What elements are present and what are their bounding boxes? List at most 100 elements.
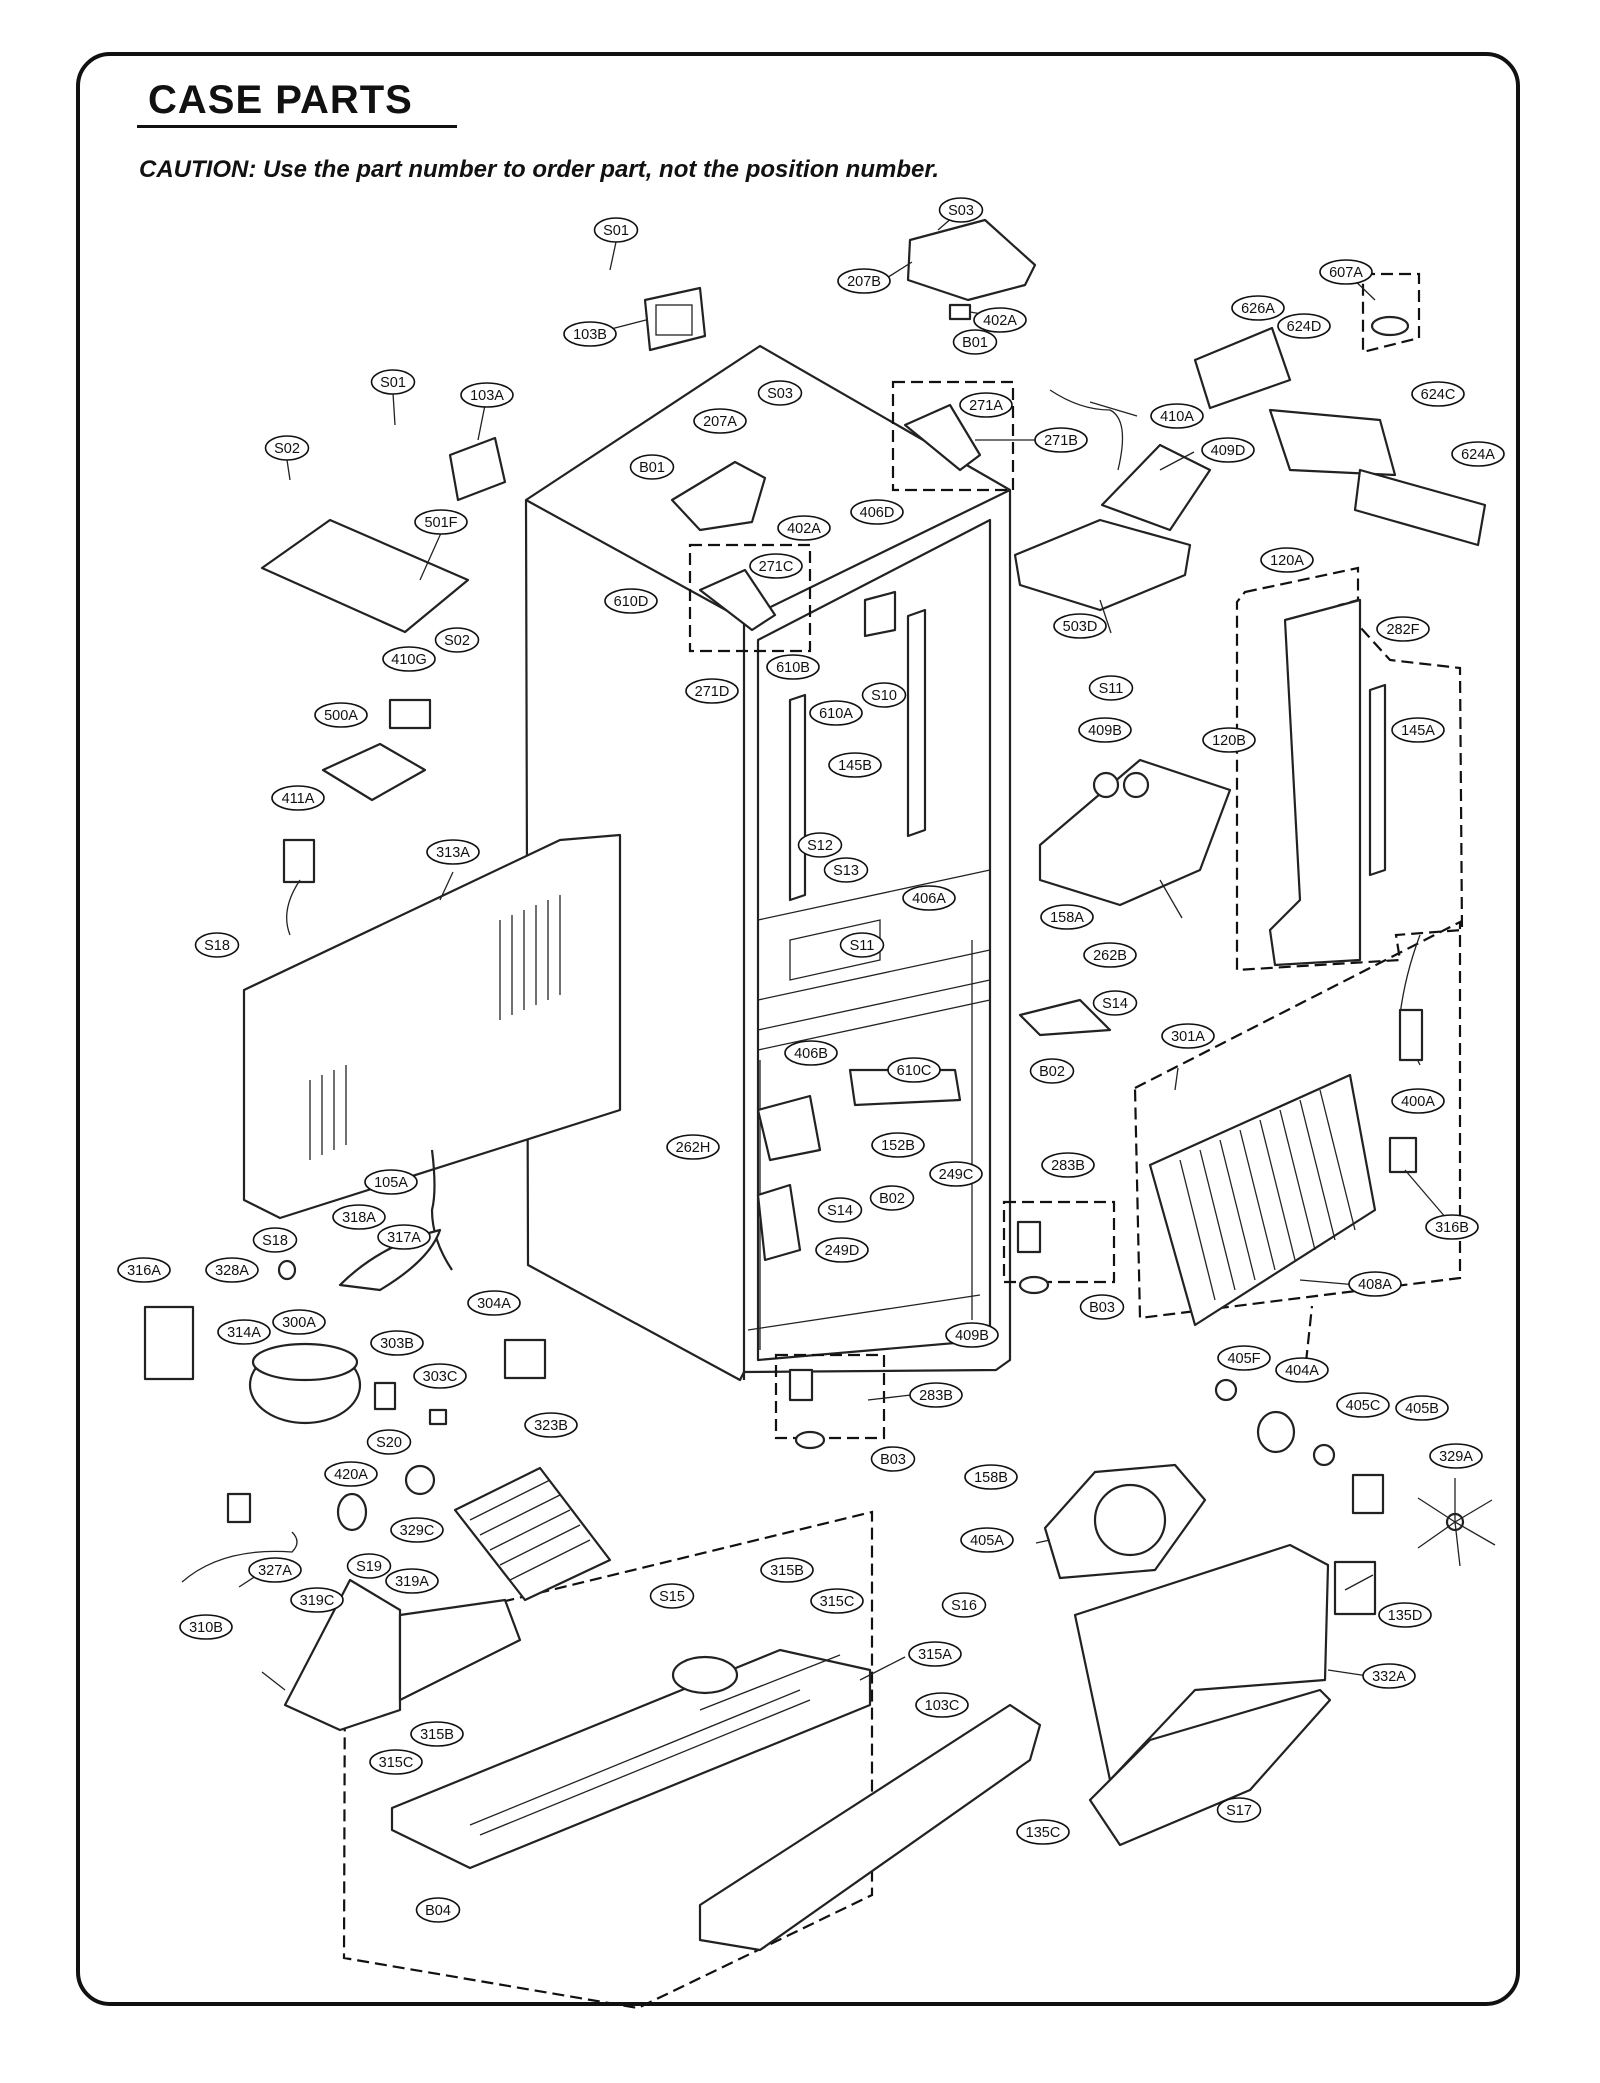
part-label-500a: 500A bbox=[314, 702, 368, 728]
part-label-s19: S19 bbox=[346, 1553, 392, 1579]
label-bubble bbox=[1029, 1058, 1075, 1084]
label-text: 249D bbox=[825, 1243, 860, 1259]
part-label-410g: 410G bbox=[382, 646, 436, 672]
label-bubble bbox=[1260, 547, 1314, 573]
part-label-300a: 300A bbox=[272, 1309, 326, 1335]
label-text: 503D bbox=[1063, 619, 1098, 635]
label-text: 271C bbox=[759, 559, 794, 575]
label-text: 207B bbox=[847, 274, 881, 290]
label-text: 404A bbox=[1285, 1363, 1319, 1379]
label-text: 405C bbox=[1346, 1398, 1381, 1414]
label-text: 300A bbox=[282, 1315, 316, 1331]
part-label-s01: S01 bbox=[593, 217, 639, 243]
label-text: 315C bbox=[820, 1594, 855, 1610]
label-text: 408A bbox=[1358, 1277, 1392, 1293]
part-label-s15: S15 bbox=[649, 1583, 695, 1609]
label-text: S11 bbox=[1099, 681, 1124, 697]
part-label-328a: 328A bbox=[205, 1257, 259, 1283]
label-text: B04 bbox=[425, 1903, 451, 1919]
label-bubble bbox=[964, 1464, 1018, 1490]
label-bubble bbox=[938, 197, 984, 223]
label-text: 120A bbox=[1270, 553, 1304, 569]
label-bubble bbox=[777, 515, 831, 541]
label-bubble bbox=[1150, 403, 1204, 429]
label-text: 411A bbox=[282, 791, 315, 807]
part-label-319c: 319C bbox=[290, 1587, 344, 1613]
label-text: 103B bbox=[573, 327, 607, 343]
label-text: 319C bbox=[300, 1593, 335, 1609]
label-bubble bbox=[915, 1692, 969, 1718]
label-text: 410G bbox=[391, 652, 426, 668]
part-label-301a: 301A bbox=[1161, 1023, 1215, 1049]
label-bubble bbox=[1348, 1271, 1402, 1297]
label-text: 145A bbox=[1401, 723, 1435, 739]
label-text: 409D bbox=[1211, 443, 1246, 459]
part-label-158a: 158A bbox=[1040, 904, 1094, 930]
label-bubble bbox=[766, 654, 820, 680]
label-text: 318A bbox=[342, 1210, 376, 1226]
part-label-318a: 318A bbox=[332, 1204, 386, 1230]
label-bubble bbox=[815, 1237, 869, 1263]
label-text: S20 bbox=[376, 1435, 402, 1451]
part-label-271c: 271C bbox=[749, 553, 803, 579]
label-text: 315B bbox=[420, 1727, 454, 1743]
label-bubble bbox=[460, 382, 514, 408]
part-label-503d: 503D bbox=[1053, 613, 1107, 639]
label-text: S13 bbox=[833, 863, 859, 879]
part-label-405b: 405B bbox=[1395, 1395, 1449, 1421]
label-text: 310B bbox=[189, 1620, 223, 1636]
part-label-b02: B02 bbox=[1029, 1058, 1075, 1084]
label-bubble bbox=[749, 553, 803, 579]
label-text: 405A bbox=[970, 1533, 1004, 1549]
part-label-402a: 402A bbox=[973, 307, 1027, 333]
label-bubble bbox=[314, 702, 368, 728]
label-bubble bbox=[1231, 295, 1285, 321]
label-bubble bbox=[366, 1429, 412, 1455]
label-text: 405F bbox=[1227, 1351, 1260, 1367]
part-label-135d: 135D bbox=[1378, 1602, 1432, 1628]
caution-note: CAUTION: Use the part number to order pa… bbox=[139, 156, 940, 183]
label-bubble bbox=[524, 1412, 578, 1438]
label-text: 262H bbox=[676, 1140, 711, 1156]
label-bubble bbox=[290, 1587, 344, 1613]
part-label-310b: 310B bbox=[179, 1614, 233, 1640]
label-bubble bbox=[870, 1446, 916, 1472]
label-bubble bbox=[414, 509, 468, 535]
component-parts bbox=[143, 218, 1496, 1952]
label-text: 316B bbox=[1435, 1220, 1469, 1236]
label-bubble bbox=[693, 408, 747, 434]
part-label-409b: 409B bbox=[1078, 717, 1132, 743]
label-text: S02 bbox=[274, 441, 300, 457]
part-label-607a: 607A bbox=[1319, 259, 1373, 285]
label-bubble bbox=[1088, 675, 1134, 701]
part-label-b03: B03 bbox=[870, 1446, 916, 1472]
label-bubble bbox=[649, 1583, 695, 1609]
label-text: 319A bbox=[395, 1574, 429, 1590]
part-label-304a: 304A bbox=[467, 1290, 521, 1316]
label-bubble bbox=[604, 588, 658, 614]
part-label-406b: 406B bbox=[784, 1040, 838, 1066]
label-bubble bbox=[850, 499, 904, 525]
label-text: 323B bbox=[534, 1418, 568, 1434]
label-bubble bbox=[179, 1614, 233, 1640]
label-bubble bbox=[264, 435, 310, 461]
part-label-282f: 282F bbox=[1376, 616, 1430, 642]
part-label-s13: S13 bbox=[823, 857, 869, 883]
label-text: S14 bbox=[1102, 996, 1128, 1012]
label-bubble bbox=[887, 1057, 941, 1083]
part-label-207a: 207A bbox=[693, 408, 747, 434]
label-bubble bbox=[941, 1592, 987, 1618]
part-label-406d: 406D bbox=[850, 499, 904, 525]
part-label-409b: 409B bbox=[945, 1322, 999, 1348]
part-label-s03: S03 bbox=[938, 197, 984, 223]
label-text: 303B bbox=[380, 1336, 414, 1352]
label-bubble bbox=[797, 832, 843, 858]
label-bubble bbox=[271, 785, 325, 811]
label-text: 610D bbox=[614, 594, 649, 610]
label-text: 282F bbox=[1386, 622, 1419, 638]
label-text: 500A bbox=[324, 708, 358, 724]
part-label-s01: S01 bbox=[370, 369, 416, 395]
label-text: 328A bbox=[215, 1263, 249, 1279]
part-label-610b: 610B bbox=[766, 654, 820, 680]
label-bubble bbox=[1425, 1214, 1479, 1240]
